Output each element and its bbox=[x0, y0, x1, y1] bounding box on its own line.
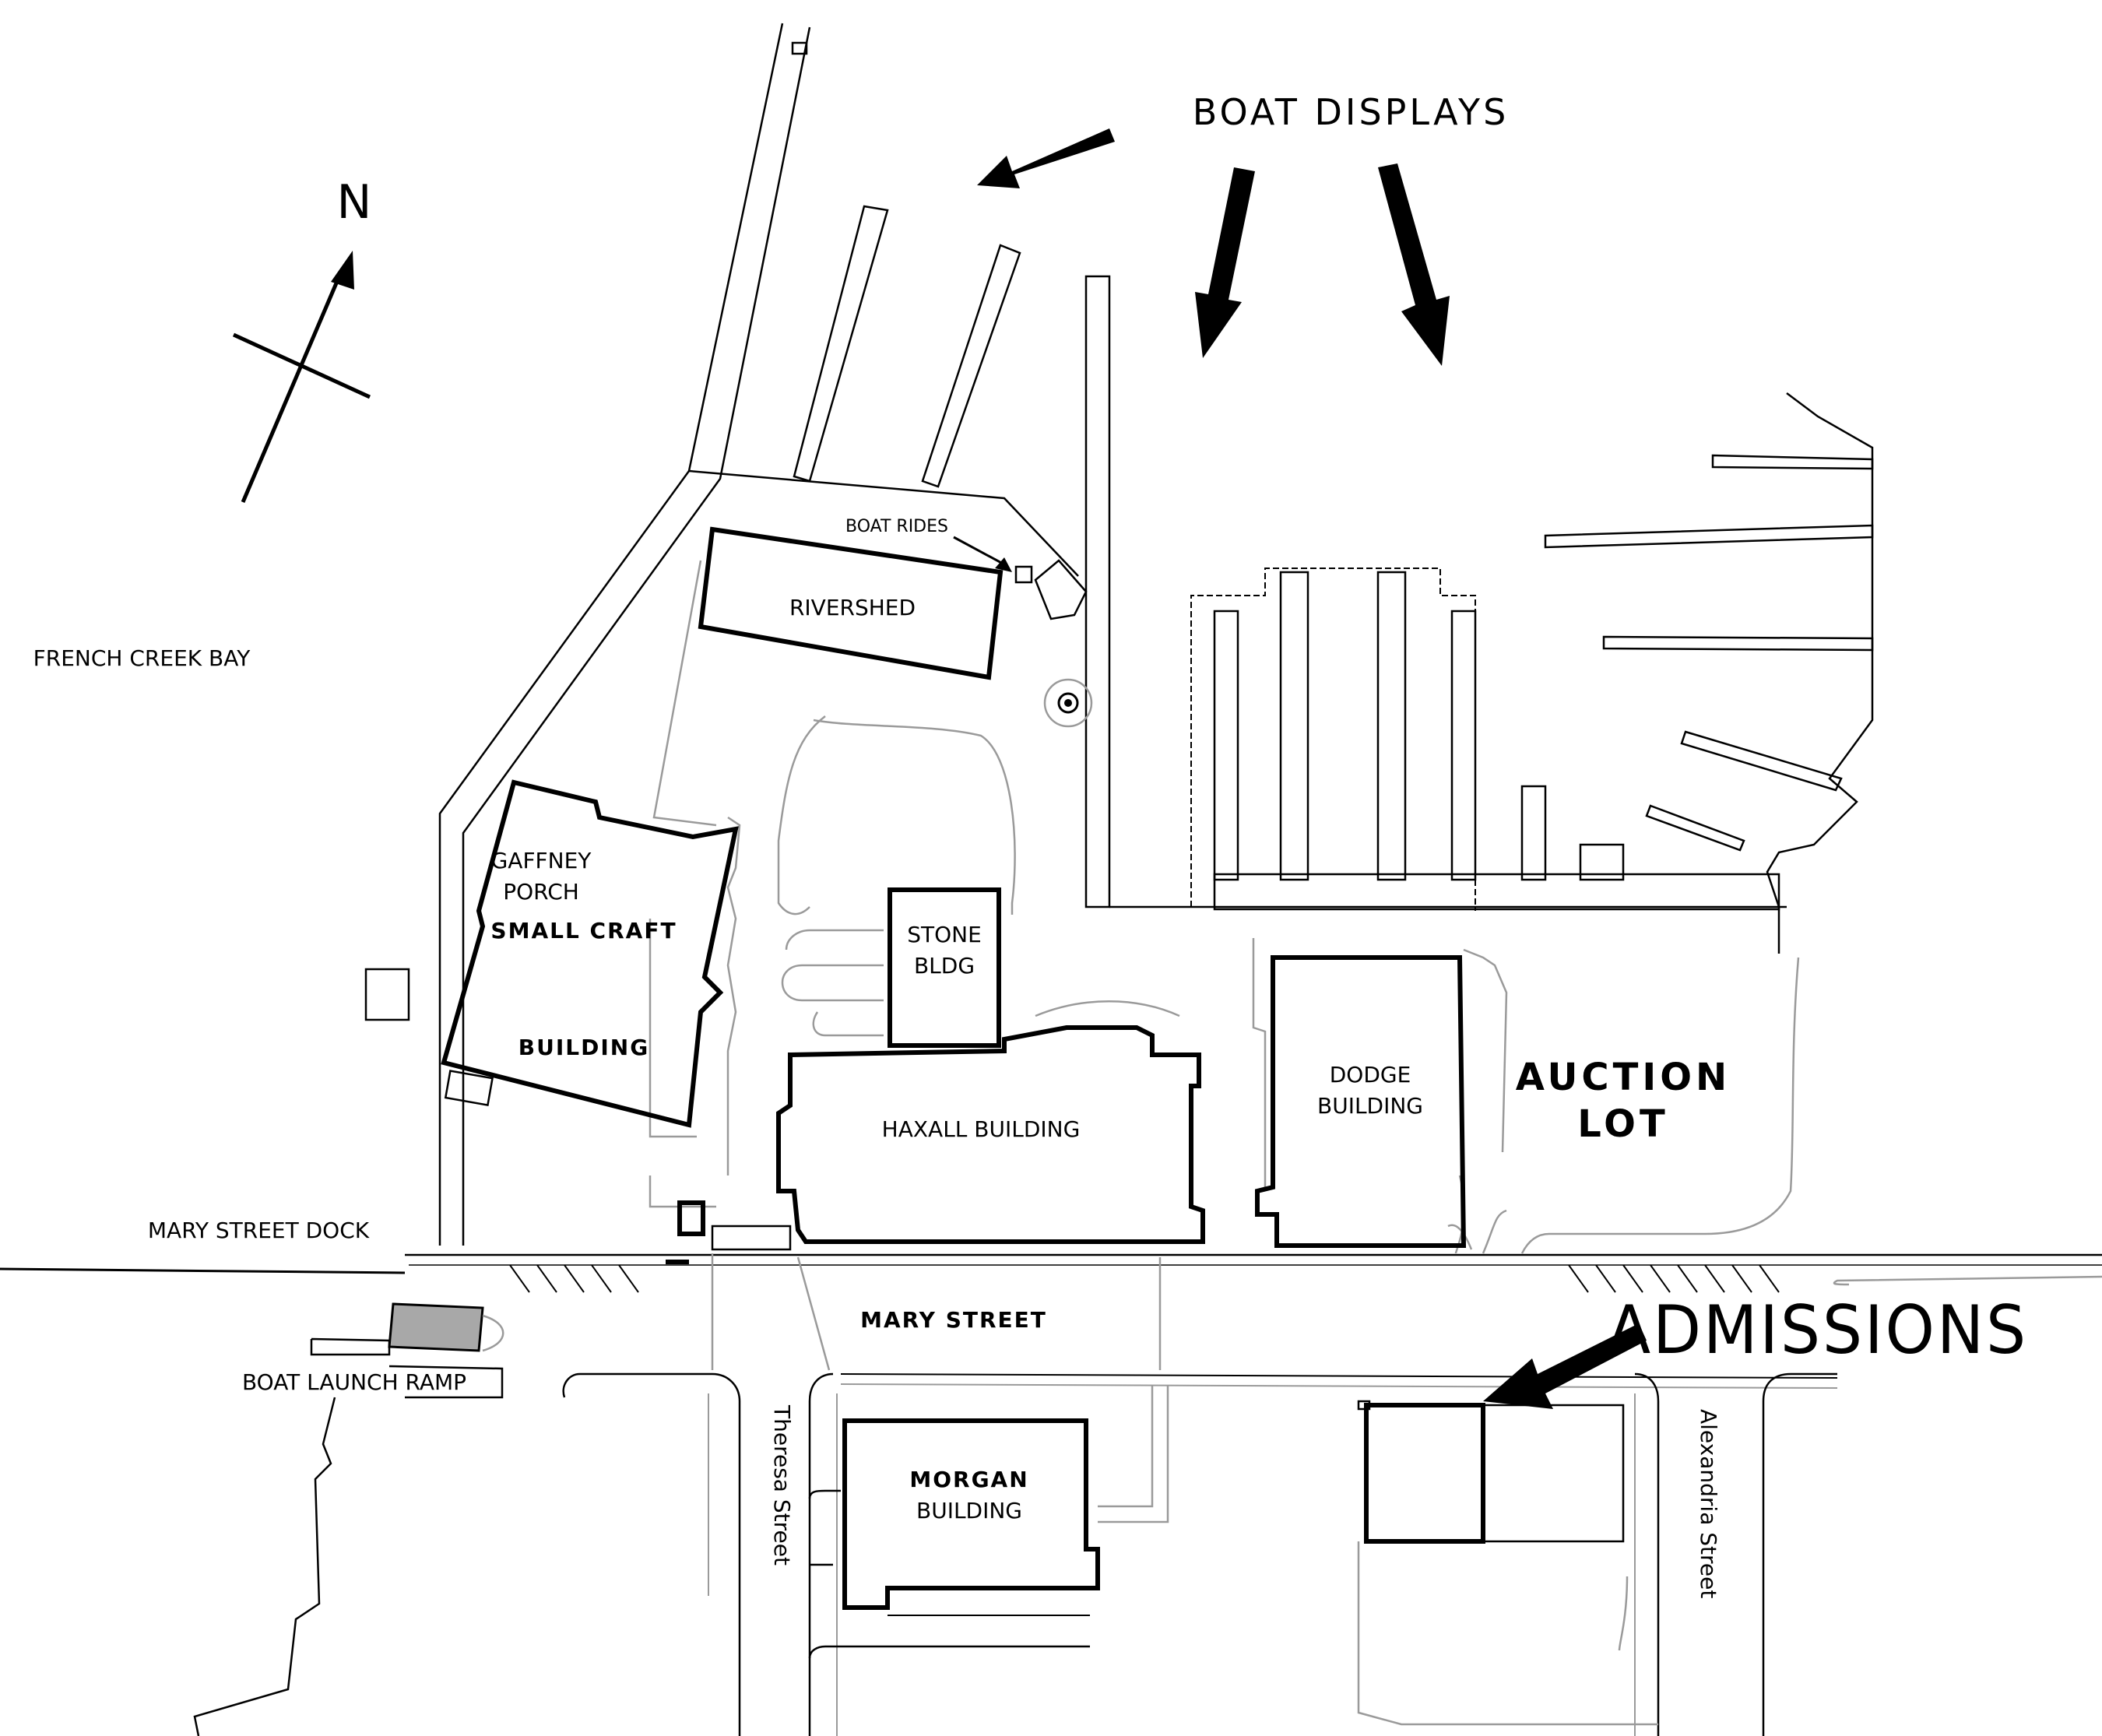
stone-bldg-label-2: BLDG bbox=[914, 953, 975, 979]
auction-lot-label-1: AUCTION bbox=[1516, 1056, 1731, 1099]
haxall-label: HAXALL BUILDING bbox=[882, 1116, 1081, 1142]
boat-launch-ramp-label: BOAT LAUNCH RAMP bbox=[242, 1369, 466, 1395]
boat-rides-arrow-icon bbox=[995, 557, 1012, 572]
boat-rides-dock: BOAT RIDES bbox=[845, 517, 1088, 620]
mary-street: MARY STREET bbox=[0, 1253, 2102, 1389]
alexandria-street-label: Alexandria Street bbox=[1696, 1409, 1721, 1598]
stone-bldg-label-1: STONE bbox=[907, 922, 982, 947]
dodge-label-1: DODGE bbox=[1330, 1062, 1411, 1088]
fountain-icon bbox=[1043, 678, 1093, 728]
morgan-label-2: BUILDING bbox=[916, 1498, 1022, 1523]
east-marina bbox=[1544, 392, 1874, 954]
building-haxall: HAXALL BUILDING bbox=[776, 1025, 1205, 1244]
arrow-admissions-icon bbox=[1483, 1323, 1647, 1409]
gaffney-porch-label-1: GAFFNEY bbox=[491, 848, 592, 873]
dodge-label-2: BUILDING bbox=[1317, 1093, 1423, 1119]
south-streets: Theresa Street Alexandria Street bbox=[562, 1372, 1837, 1736]
finger-docks bbox=[688, 205, 1787, 908]
mary-street-label: MARY STREET bbox=[860, 1307, 1047, 1333]
boat-launch-ramp: BOAT LAUNCH RAMP bbox=[193, 1302, 504, 1736]
morgan-label-1: MORGAN bbox=[909, 1467, 1028, 1492]
building-small-craft: GAFFNEY PORCH SMALL CRAFT BUILDING bbox=[441, 779, 739, 1128]
walkways bbox=[649, 560, 1800, 1254]
mary-street-dock-label: MARY STREET DOCK bbox=[148, 1218, 370, 1243]
small-outbuildings bbox=[364, 968, 792, 1251]
marina-slips bbox=[1190, 568, 1780, 911]
arrow-south-1-icon bbox=[1195, 167, 1255, 358]
gaffney-porch-label-2: PORCH bbox=[503, 879, 579, 905]
small-craft-label-2: BUILDING bbox=[518, 1035, 649, 1060]
boat-rides-label: BOAT RIDES bbox=[845, 517, 948, 536]
arrow-west-icon bbox=[977, 128, 1115, 188]
compass: N bbox=[232, 175, 372, 503]
theresa-street-label: Theresa Street bbox=[769, 1404, 795, 1566]
west-pier bbox=[438, 23, 811, 1246]
compass-north-label: N bbox=[337, 175, 372, 230]
admissions-arrow: ADMISSIONS bbox=[1483, 1291, 2028, 1409]
building-morgan: MORGAN BUILDING bbox=[842, 1418, 1100, 1610]
small-craft-label-1: SMALL CRAFT bbox=[490, 918, 677, 944]
boat-displays-arrows: BOAT DISPLAYS bbox=[977, 91, 1510, 366]
boat-displays-label: BOAT DISPLAYS bbox=[1193, 91, 1510, 133]
admissions-label: ADMISSIONS bbox=[1608, 1291, 2028, 1369]
arrow-south-2-icon bbox=[1378, 163, 1450, 366]
building-dodge: DODGE BUILDING bbox=[1255, 955, 1467, 1248]
building-rivershed: RIVERSHED bbox=[698, 526, 1004, 680]
building-admissions bbox=[1357, 1400, 1625, 1544]
auction-lot-label-2: LOT bbox=[1577, 1102, 1668, 1146]
north-arrow-icon bbox=[331, 251, 354, 290]
rivershed-label: RIVERSHED bbox=[789, 595, 916, 620]
auction-lot: AUCTION LOT bbox=[1516, 1056, 1731, 1146]
building-stone: STONE BLDG bbox=[888, 887, 1001, 1048]
french-creek-bay-label: FRENCH CREEK BAY bbox=[33, 645, 251, 671]
